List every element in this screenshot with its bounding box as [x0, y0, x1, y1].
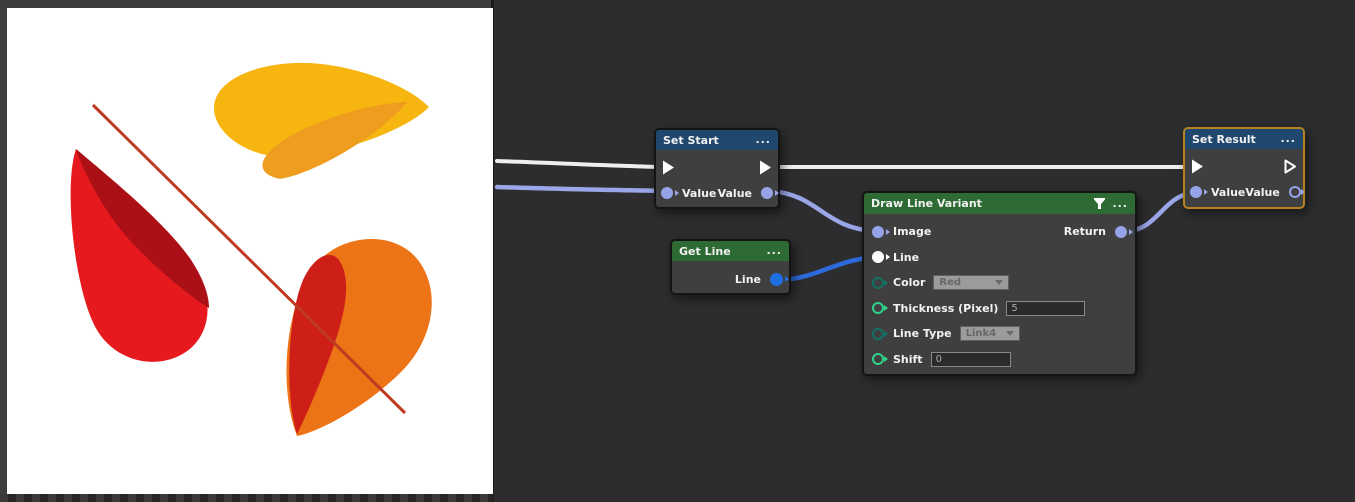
thickness-label: Thickness (Pixel)	[893, 302, 998, 315]
line-in-label: Line	[893, 251, 919, 264]
node-title: Draw Line Variant	[871, 197, 982, 210]
node-set-start[interactable]: Set Start ... Value Value	[654, 128, 780, 209]
node-header[interactable]: Set Result ...	[1185, 129, 1303, 149]
node-get-line[interactable]: Get Line ... Line	[670, 239, 791, 295]
preview-image	[7, 8, 493, 494]
return-out-label: Return	[1064, 225, 1106, 238]
color-select[interactable]: Red	[933, 275, 1009, 290]
node-menu-button[interactable]: ...	[755, 136, 771, 144]
wire-exec-from-left	[497, 161, 661, 167]
color-label: Color	[893, 276, 925, 289]
image-in-port[interactable]	[872, 226, 884, 238]
node-title: Set Start	[663, 134, 719, 147]
line-out-label: Line	[735, 273, 761, 286]
wire-line-getline-to-variant	[782, 257, 874, 280]
chevron-down-icon	[995, 280, 1003, 285]
shift-label: Shift	[893, 353, 923, 366]
shift-input[interactable]	[931, 352, 1011, 367]
exec-out-pin[interactable]	[758, 159, 773, 176]
return-out-port[interactable]	[1115, 226, 1127, 238]
image-in-label: Image	[893, 225, 931, 238]
exec-in-pin[interactable]	[661, 159, 676, 176]
node-menu-button[interactable]: ...	[766, 247, 782, 255]
wire-value-start-to-image	[770, 191, 874, 231]
exec-out-pin[interactable]	[1283, 158, 1298, 175]
exec-in-pin[interactable]	[1190, 158, 1205, 175]
image-preview-panel	[0, 0, 494, 502]
transparency-checkerboard	[0, 494, 493, 502]
line-type-in-port[interactable]	[872, 328, 884, 340]
chevron-down-icon	[1006, 331, 1014, 336]
value-in-label: Value	[1211, 186, 1245, 199]
line-type-select-value: Link4	[966, 328, 997, 339]
line-out-port[interactable]	[770, 273, 783, 286]
color-select-value: Red	[939, 277, 961, 288]
node-title: Set Result	[1192, 133, 1256, 146]
color-in-port[interactable]	[872, 277, 884, 289]
line-type-label: Line Type	[893, 327, 952, 340]
wire-value-from-left	[497, 187, 668, 191]
node-header[interactable]: Draw Line Variant ...	[864, 193, 1135, 214]
node-header[interactable]: Get Line ...	[672, 241, 789, 261]
node-title: Get Line	[679, 245, 731, 258]
thickness-in-port[interactable]	[872, 302, 884, 314]
thickness-input[interactable]	[1006, 301, 1085, 316]
value-out-port[interactable]	[761, 187, 773, 199]
node-set-result[interactable]: Set Result ... Value Value	[1183, 127, 1305, 209]
value-in-port[interactable]	[1190, 186, 1202, 198]
node-draw-line-variant[interactable]: Draw Line Variant ... Image Return Line	[862, 191, 1137, 376]
node-menu-button[interactable]: ...	[1112, 200, 1128, 208]
value-out-label: Value	[718, 187, 752, 200]
value-out-label: Value	[1245, 186, 1279, 199]
value-in-port[interactable]	[661, 187, 673, 199]
line-in-port[interactable]	[872, 251, 884, 263]
node-menu-button[interactable]: ...	[1280, 135, 1296, 143]
filter-funnel-icon	[1093, 197, 1106, 210]
value-in-label: Value	[682, 187, 716, 200]
line-type-select[interactable]: Link4	[960, 326, 1020, 341]
node-header[interactable]: Set Start ...	[656, 130, 778, 150]
shift-in-port[interactable]	[872, 353, 884, 365]
value-out-port[interactable]	[1289, 186, 1301, 198]
image-preview	[7, 8, 493, 494]
